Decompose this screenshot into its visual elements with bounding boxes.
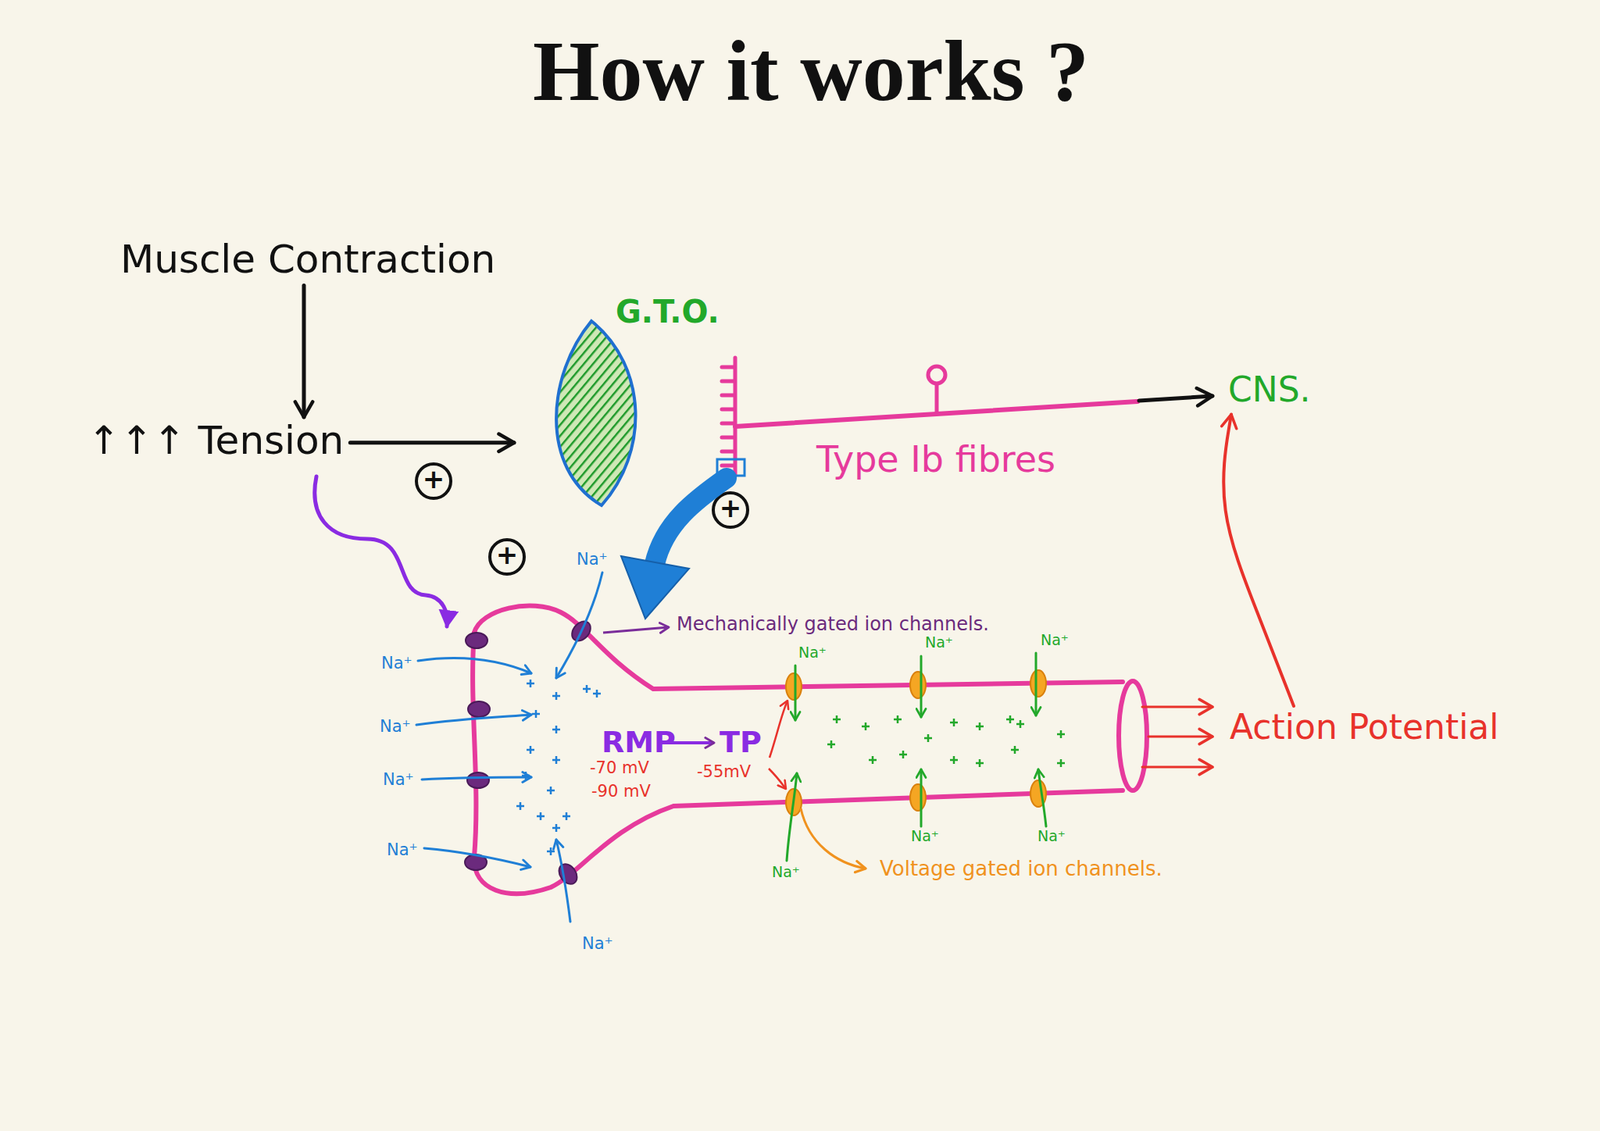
sodium-influx (424, 848, 531, 868)
ion-label: Na⁺ (1040, 632, 1069, 650)
ion-label: Na⁺ (379, 717, 411, 736)
plus-circle (489, 539, 525, 575)
sodium-influx (417, 658, 532, 674)
flow-arrow (302, 285, 307, 418)
event-node: ↑↑↑ Tension (87, 418, 344, 465)
positive-charges (516, 679, 601, 856)
sodium-influx (1035, 653, 1038, 716)
gto-shape (515, 312, 649, 512)
sodium-influx (556, 839, 571, 922)
gto-organ: G.T.O. (515, 312, 649, 512)
node-text: ↑↑↑ Tension (87, 418, 344, 465)
ion-label: Na⁺ (582, 934, 614, 954)
flow-arrow (350, 440, 515, 445)
leader-line (603, 627, 669, 633)
sodium-influx (786, 773, 797, 861)
mechanical-channel (467, 772, 490, 789)
gto-outline (556, 321, 636, 506)
node-of-ranvier (928, 366, 946, 384)
plus-circle (713, 492, 748, 528)
channel-label: Voltage gated ion channels. (879, 857, 1163, 882)
node-text: Action Potential (1229, 707, 1500, 748)
zoom-arrow-head (621, 556, 690, 619)
nerve-membrane (472, 632, 476, 858)
ion-label: Na⁺ (576, 550, 608, 569)
signal-node: Action Potential (1229, 707, 1500, 748)
plus-circle (416, 464, 451, 499)
action-potential-arrow (1142, 706, 1213, 709)
ion-label: Na⁺ (910, 828, 940, 846)
channel-label: Mechanically gated ion channels. (676, 614, 990, 636)
ion-label: Na⁺ (382, 770, 415, 790)
sodium-influx (794, 665, 797, 721)
node-text: CNS. (1228, 370, 1311, 411)
excitation-sign: + (496, 539, 519, 571)
ion-label: Na⁺ (925, 634, 954, 652)
page-title: How it works ? (532, 21, 1090, 122)
voltage-channel (1030, 670, 1047, 697)
node-text: G.T.O. (615, 293, 720, 330)
ion-label: Na⁺ (771, 864, 800, 882)
action-potential-arrow (1142, 766, 1213, 769)
sodium-influx (416, 714, 532, 725)
threshold-arrow (769, 700, 788, 758)
cns-node: CNS. (1228, 370, 1311, 411)
potential-label: RMP (601, 725, 676, 761)
fibre-arrow (1139, 396, 1213, 401)
node-text: Muscle Contraction (120, 237, 496, 283)
flow-arrow (1223, 414, 1294, 707)
sodium-influx (556, 572, 603, 679)
voltage-channel (910, 784, 926, 811)
positive-charges (827, 715, 1065, 768)
sodium-influx (920, 769, 923, 827)
fibre-label: Type Ib fibres (816, 439, 1056, 481)
mechanical-channel (465, 632, 488, 649)
excitation-sign: + (719, 492, 743, 524)
ion-label: Na⁺ (381, 653, 413, 673)
nerve-end (1118, 681, 1147, 791)
connector-layer (303, 285, 1294, 708)
excitation-sign: + (422, 464, 446, 495)
ion-label: Na⁺ (798, 644, 827, 662)
voltage-value: -90 mV (591, 782, 651, 801)
sodium-influx (421, 777, 532, 780)
zoom-arrow (654, 478, 727, 565)
action-potential-arrow (1148, 735, 1213, 739)
voltage-value: -70 mV (589, 758, 650, 778)
mechanical-channel (467, 701, 490, 718)
ion-label: Na⁺ (386, 840, 418, 860)
voltage-value: -55mV (696, 762, 751, 782)
node-stem (935, 383, 940, 415)
leader-line (800, 808, 866, 869)
potential-label: TP (719, 725, 762, 761)
mechanical-channel (555, 860, 581, 888)
event-node: Muscle Contraction (120, 237, 496, 283)
ion-label: Na⁺ (1037, 828, 1066, 846)
voltage-channel (910, 671, 926, 699)
fibre-terminal (721, 357, 736, 476)
threshold-arrow (768, 768, 786, 790)
sodium-influx (920, 656, 923, 718)
stimulus-arrow (314, 476, 448, 627)
voltage-channel (785, 673, 802, 700)
sodium-influx (1038, 769, 1047, 827)
